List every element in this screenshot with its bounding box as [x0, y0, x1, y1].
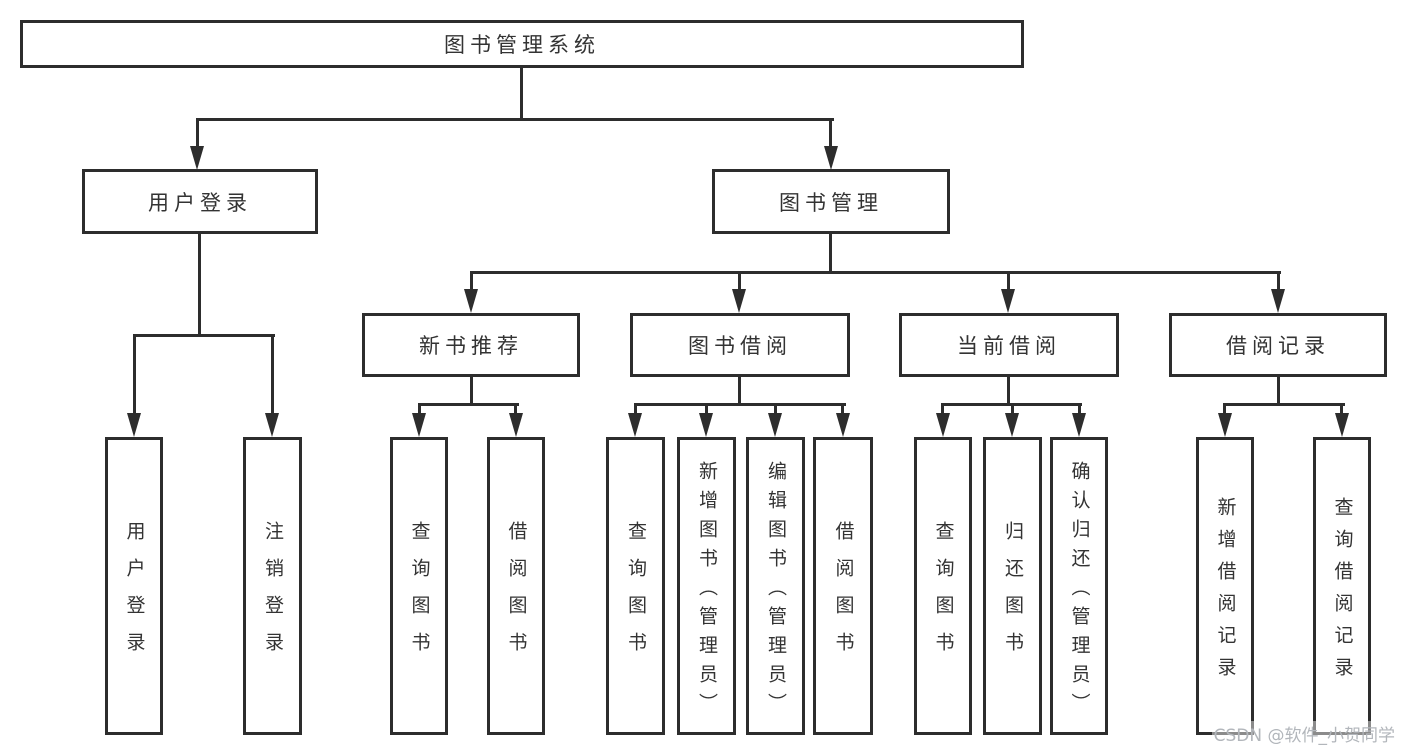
- leaf-bb-edit-books-admin-label: 编辑图书（管理员）: [765, 460, 787, 722]
- arrowhead-cb3: [1072, 413, 1086, 437]
- leaf-br-query-record: 查询借阅记录: [1313, 437, 1371, 735]
- connector-arrow-shaft-user-login: [196, 118, 199, 149]
- node-borrow-record: 借阅记录: [1169, 313, 1387, 377]
- connector-new-book-branch: [419, 403, 519, 406]
- node-user-login-label: 用户登录: [148, 190, 252, 215]
- connector-borrow-record-stem: [1277, 376, 1280, 405]
- arrowhead-bb4: [836, 413, 850, 437]
- leaf-bb-borrow-books-label: 借阅图书: [832, 521, 855, 669]
- arrowhead-nb1: [412, 413, 426, 437]
- arrowhead-br2: [1335, 413, 1349, 437]
- connector-book-borrow-branch: [635, 403, 846, 406]
- connector-new-book-stem: [470, 376, 473, 405]
- connector-arrow-shaft-new-book: [470, 271, 473, 291]
- connector-arrow-shaft-borrow-record: [1277, 271, 1280, 291]
- node-root-label: 图书管理系统: [444, 33, 600, 57]
- leaf-logout: 注销登录: [243, 437, 302, 735]
- arrowhead-login-leaf: [127, 413, 141, 437]
- leaf-bb-query-books: 查询图书: [606, 437, 665, 735]
- connector-arrow-shaft-bb3: [774, 403, 777, 414]
- leaf-logout-label: 注销登录: [262, 521, 284, 669]
- leaf-bb-add-books-admin: 新增图书（管理员）: [677, 437, 736, 735]
- node-current-borrow-label: 当前借阅: [957, 334, 1061, 358]
- node-borrow-record-label: 借阅记录: [1226, 334, 1330, 358]
- connector-user-login-branch: [134, 334, 275, 337]
- connector-arrow-shaft-cb3: [1078, 403, 1081, 414]
- connector-root-stem: [520, 68, 523, 120]
- leaf-user-login-label: 用户登录: [123, 521, 146, 669]
- connector-arrow-shaft-current-borrow: [1007, 271, 1010, 291]
- connector-arrow-shaft-login-leaf: [133, 334, 136, 414]
- csdn-watermark: CSDN @软件_小贺同学: [1211, 721, 1397, 746]
- connector-arrow-shaft-nb2: [514, 403, 517, 414]
- leaf-br-add-record-label: 新增借阅记录: [1214, 496, 1237, 689]
- node-current-borrow: 当前借阅: [899, 313, 1119, 377]
- leaf-user-login: 用户登录: [105, 437, 163, 735]
- leaf-bb-add-books-admin-label: 新增图书（管理员）: [696, 460, 718, 722]
- connector-arrow-shaft-br1: [1223, 403, 1226, 414]
- connector-arrow-shaft-bb2: [705, 403, 708, 414]
- leaf-br-query-record-label: 查询借阅记录: [1331, 496, 1354, 689]
- arrowhead-bb1: [628, 413, 642, 437]
- leaf-nb-query-books-label: 查询图书: [408, 521, 431, 669]
- leaf-cb-query-books: 查询图书: [914, 437, 972, 735]
- connector-book-borrow-stem: [738, 376, 741, 405]
- arrowhead-logout-leaf: [265, 413, 279, 437]
- leaf-bb-borrow-books: 借阅图书: [813, 437, 873, 735]
- leaf-bb-edit-books-admin: 编辑图书（管理员）: [746, 437, 805, 735]
- node-root: 图书管理系统: [20, 20, 1024, 68]
- node-book-borrow: 图书借阅: [630, 313, 850, 377]
- arrowhead-bb3: [768, 413, 782, 437]
- connector-arrow-shaft-nb1: [418, 403, 421, 414]
- leaf-nb-query-books: 查询图书: [390, 437, 448, 735]
- connector-arrow-shaft-book-borrow: [738, 271, 741, 291]
- connector-level1-branch: [197, 118, 834, 121]
- arrowhead-nb2: [509, 413, 523, 437]
- connector-book-management-stem: [829, 232, 832, 274]
- leaf-cb-return-books-label: 归还图书: [1002, 521, 1024, 669]
- node-new-book-recommend-label: 新书推荐: [419, 334, 523, 358]
- connector-arrow-shaft-bb4: [841, 403, 844, 414]
- leaf-cb-return-books: 归还图书: [983, 437, 1042, 735]
- arrowhead-book-management: [824, 146, 838, 170]
- arrowhead-borrow-record: [1271, 289, 1285, 313]
- node-book-management: 图书管理: [712, 169, 950, 234]
- arrowhead-new-book: [464, 289, 478, 313]
- node-book-borrow-label: 图书借阅: [688, 334, 792, 358]
- arrowhead-cb1: [936, 413, 950, 437]
- leaf-nb-borrow-books-label: 借阅图书: [505, 521, 528, 669]
- connector-current-borrow-stem: [1007, 376, 1010, 405]
- arrowhead-book-borrow: [732, 289, 746, 313]
- arrowhead-user-login: [190, 146, 204, 170]
- arrowhead-cb2: [1005, 413, 1019, 437]
- connector-level2-branch: [471, 271, 1281, 274]
- connector-arrow-shaft-book-management: [829, 118, 832, 149]
- connector-arrow-shaft-cb1: [941, 403, 944, 414]
- connector-arrow-shaft-logout-leaf: [271, 334, 274, 414]
- arrowhead-current-borrow: [1001, 289, 1015, 313]
- leaf-cb-query-books-label: 查询图书: [932, 521, 955, 669]
- leaf-bb-query-books-label: 查询图书: [625, 521, 647, 669]
- arrowhead-bb2: [699, 413, 713, 437]
- leaf-cb-confirm-return-admin: 确认归还（管理员）: [1050, 437, 1108, 735]
- arrowhead-br1: [1218, 413, 1232, 437]
- connector-arrow-shaft-bb1: [634, 403, 637, 414]
- leaf-nb-borrow-books: 借阅图书: [487, 437, 545, 735]
- node-user-login: 用户登录: [82, 169, 318, 234]
- connector-borrow-record-branch: [1225, 403, 1345, 406]
- node-new-book-recommend: 新书推荐: [362, 313, 580, 377]
- connector-arrow-shaft-cb2: [1011, 403, 1014, 414]
- leaf-cb-confirm-return-admin-label: 确认归还（管理员）: [1068, 460, 1091, 722]
- leaf-br-add-record: 新增借阅记录: [1196, 437, 1254, 735]
- connector-arrow-shaft-br2: [1340, 403, 1343, 414]
- node-book-management-label: 图书管理: [779, 190, 883, 215]
- connector-user-login-stem: [198, 232, 201, 336]
